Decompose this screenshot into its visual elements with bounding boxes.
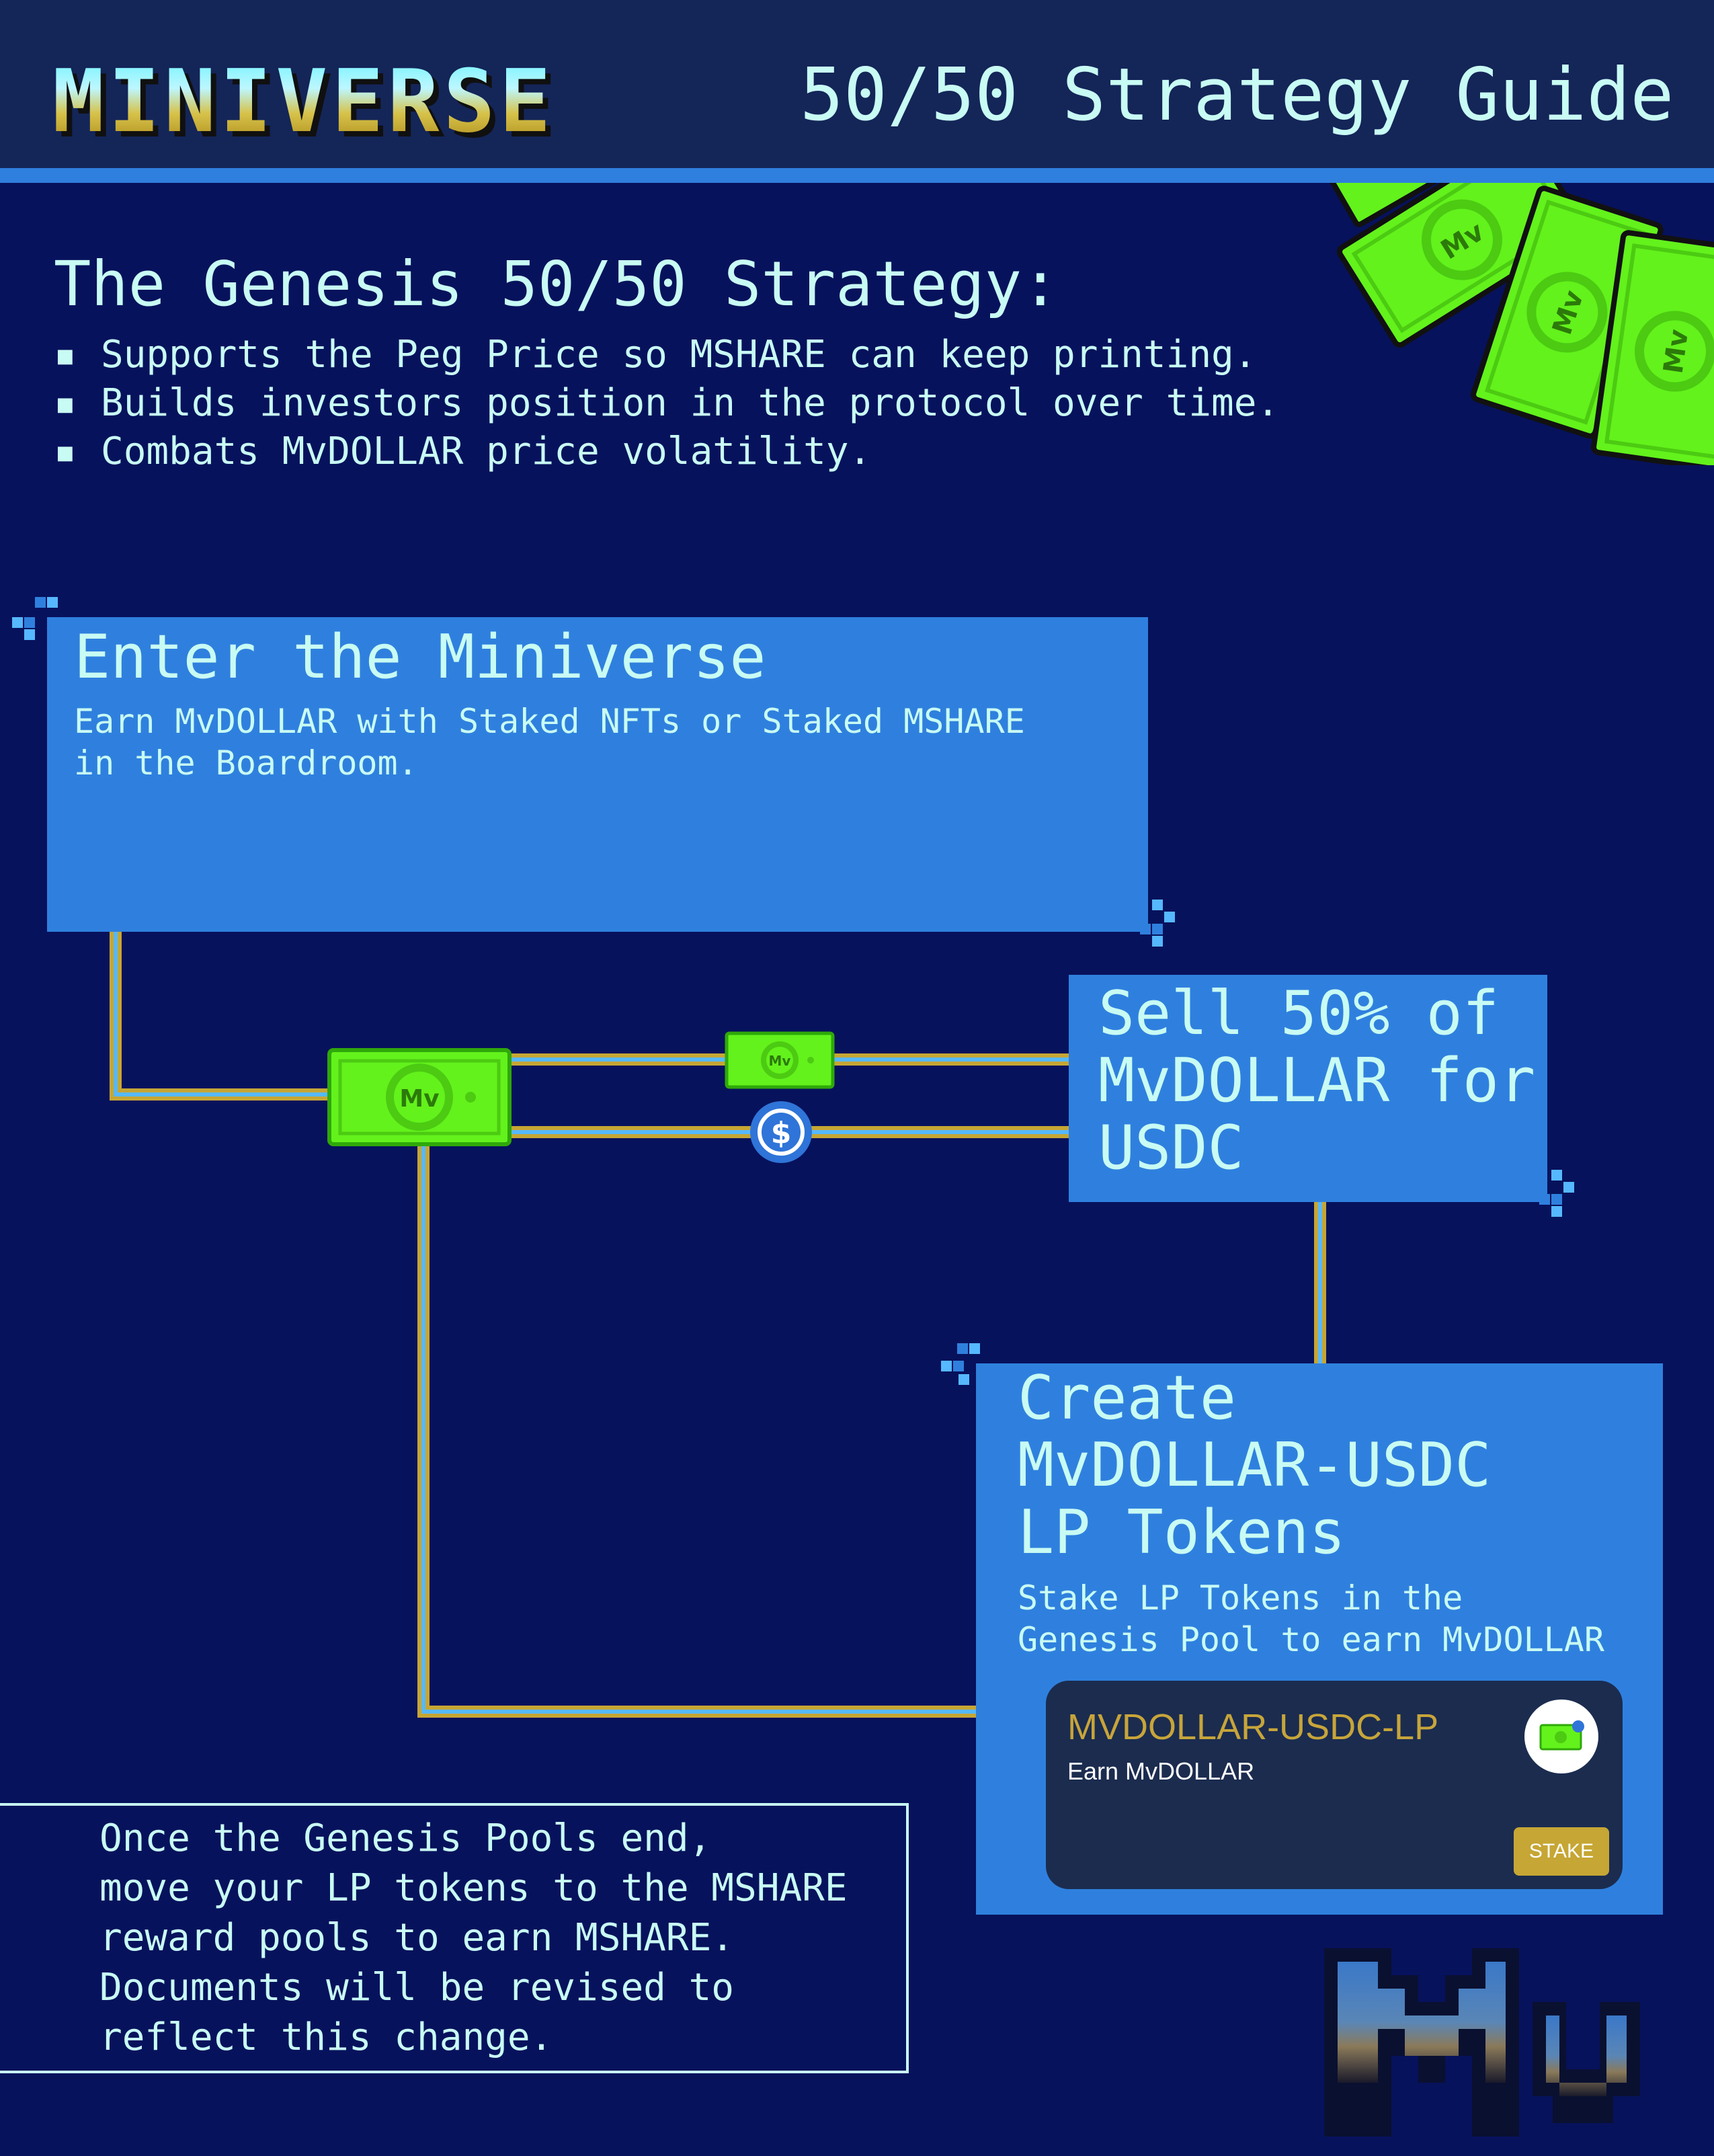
step-description: Earn MvDOLLAR with Staked NFTs or Staked… — [74, 702, 1025, 783]
page-title: 50/50 Strategy Guide — [800, 53, 1674, 137]
pool-name: MVDOLLAR-USDC-LP — [1067, 1707, 1439, 1747]
mv-logo-icon — [1324, 1948, 1640, 2137]
stake-button[interactable]: STAKE — [1514, 1827, 1609, 1876]
svg-text:Mv: Mv — [769, 1053, 791, 1069]
benefit-item: ▪Combats MvDOLLAR price volatility. — [54, 428, 1279, 476]
step-sell-mvdollar: Sell 50% of MvDOLLAR for USDC — [1069, 975, 1547, 1202]
step-enter-miniverse: Enter the Miniverse Earn MvDOLLAR with S… — [47, 617, 1148, 932]
svg-text:$: $ — [771, 1116, 792, 1150]
note-text: Once the Genesis Pools end, move your LP… — [99, 1816, 848, 2059]
step-title: Enter the Miniverse — [74, 622, 766, 692]
step-description: Stake LP Tokens in the Genesis Pool to e… — [1018, 1579, 1604, 1659]
benefit-item: ▪Builds investors position in the protoc… — [54, 379, 1279, 428]
svg-text:Mv: Mv — [1658, 327, 1695, 376]
mv-dollar-bill-icon: Mv — [327, 1048, 512, 1146]
benefits-list: ▪Supports the Peg Price so MSHARE can ke… — [54, 331, 1279, 476]
miniverse-logo: MINIVERSE — [52, 52, 555, 152]
strategy-heading: The Genesis 50/50 Strategy: — [54, 248, 1059, 320]
bullet-icon: ▪ — [54, 381, 77, 425]
header-divider — [0, 168, 1714, 183]
svg-text:Mv: Mv — [399, 1085, 439, 1113]
money-pile-icon: Mv Mv Mv — [1316, 183, 1714, 465]
bullet-icon: ▪ — [54, 430, 77, 473]
benefit-item: ▪Supports the Peg Price so MSHARE can ke… — [54, 331, 1279, 379]
bullet-icon: ▪ — [54, 333, 77, 376]
step-title: Sell 50% of MvDOLLAR for USDC — [1098, 978, 1536, 1183]
step-title: Create MvDOLLAR-USDC LP Tokens — [1018, 1363, 1492, 1568]
lp-token-icon — [1524, 1700, 1598, 1773]
usdc-coin-icon: $ — [750, 1101, 812, 1163]
note-box — [0, 1803, 909, 2073]
mv-dollar-bill-small-icon: Mv — [725, 1031, 835, 1089]
pool-subtitle: Earn MvDOLLAR — [1067, 1757, 1255, 1785]
header-bar — [0, 0, 1714, 168]
